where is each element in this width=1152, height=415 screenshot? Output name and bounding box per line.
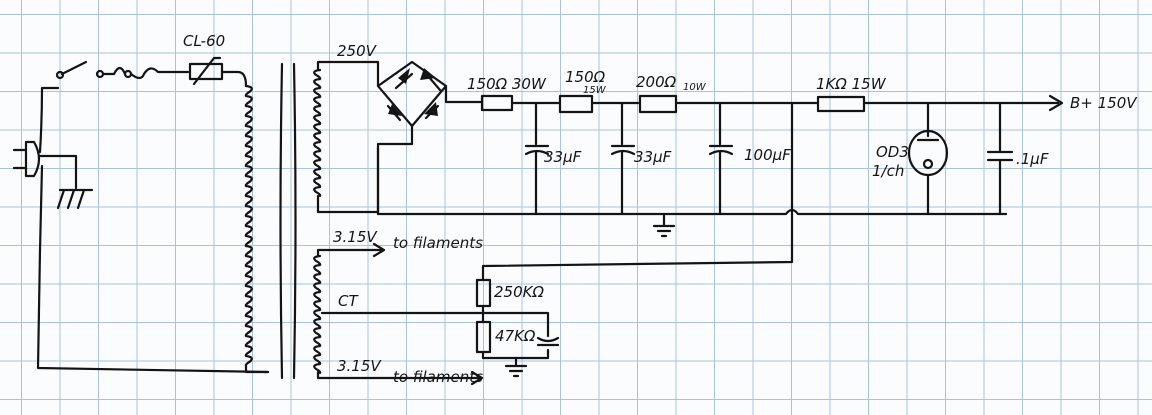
ac-plug-icon: [12, 140, 41, 178]
transformer-primary-winding: [244, 84, 270, 374]
capacitor-c3: [708, 101, 734, 216]
capacitor-c2: [610, 101, 636, 216]
c1-label: 33µF: [544, 148, 582, 166]
output-arrow-icon: [1048, 94, 1064, 112]
filament-dest-label-1: to filaments: [393, 234, 483, 252]
r1-label: 150Ω 30W: [467, 75, 547, 93]
r5-label: 250KΩ: [494, 283, 544, 301]
power-switch: [55, 60, 88, 80]
r6-label: 47KΩ: [495, 327, 536, 345]
cl60-thermistor: [188, 56, 248, 88]
transformer-core: [279, 62, 297, 380]
tube-type-label: OD3: [876, 143, 909, 161]
output-voltage-label: B+ 150V: [1070, 94, 1138, 112]
center-tap-label: CT: [338, 292, 359, 310]
r2-label: 150Ω: [565, 68, 606, 86]
transformer-filament-winding: [313, 242, 550, 386]
od3-regulator-tube: [907, 101, 949, 216]
bridge-rectifier: [376, 60, 484, 216]
secondary-voltage-label: 250V: [337, 42, 378, 60]
r3-label: 200Ω: [636, 73, 677, 91]
cl60-label: CL-60: [183, 32, 225, 50]
b-plus-rail: [480, 94, 1060, 114]
capacitor-c4: [986, 101, 1014, 216]
ground-symbol-chassis: [56, 188, 94, 210]
fuse: [95, 66, 190, 80]
c2-label: 33µF: [634, 148, 672, 166]
r4-label: 1KΩ 15W: [816, 75, 887, 93]
bias-divider-network: [475, 278, 560, 378]
filament-voltage-label-1: 3.15V: [333, 228, 378, 246]
c4-label: .1µF: [1016, 150, 1049, 168]
bleeder-return-wire: [481, 101, 794, 282]
c3-label: 100µF: [744, 146, 791, 164]
filament-voltage-label-2: 3.15V: [337, 357, 382, 375]
tube-current-label: 1/ch: [872, 162, 904, 180]
r3-watt-label: 10W: [683, 82, 707, 93]
mains-wiring: [36, 86, 270, 374]
r2-watt-label: 15W: [583, 85, 607, 96]
capacitor-c1: [524, 101, 550, 216]
filament-dest-label-2: to filaments: [393, 368, 483, 386]
transformer-hv-winding: [313, 60, 380, 214]
ground-bus: [376, 208, 1008, 238]
